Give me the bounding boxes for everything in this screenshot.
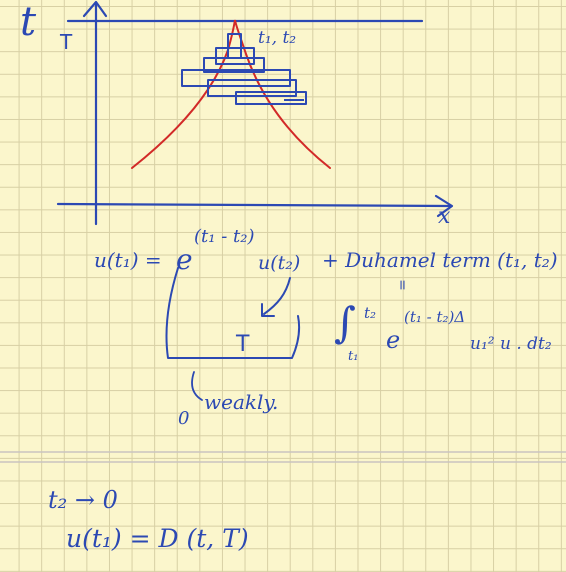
bracket-shape — [165, 267, 301, 359]
x-axis — [56, 202, 452, 208]
zero-label: 0 — [178, 408, 190, 429]
equation-duhamel-term: + Duhamel term (t₁, t₂) — [322, 248, 558, 272]
box-T-label: T — [236, 332, 250, 357]
equation-exponent: (t₁ - t₂) — [194, 226, 255, 247]
t-axis-label: t — [20, 0, 37, 45]
T-label: T — [60, 30, 73, 54]
arrow-head-icon — [261, 303, 275, 317]
box-3 — [203, 57, 265, 73]
bottom-line-2: u(t₁) = D (t, T) — [66, 524, 249, 553]
box-2 — [215, 47, 255, 65]
integral-sign: ∫ — [334, 298, 356, 347]
stacked-boxes — [181, 33, 307, 105]
x-axis-label: x — [438, 204, 451, 229]
equation-lhs: u(t₁) = — [94, 248, 162, 272]
hook-stroke — [191, 371, 203, 401]
x-axis-arrow-icon — [434, 194, 454, 218]
vertical-equals: = — [393, 279, 410, 291]
integral-lower-limit: t₁ — [348, 349, 359, 364]
pair-label: t₁, t₂ — [258, 28, 297, 48]
equation-term1: u(t₂) — [258, 252, 301, 274]
light-cone-curve — [131, 19, 331, 169]
equation-exp-base: e — [176, 243, 193, 276]
weakly-label: weakly. — [204, 390, 279, 414]
integral-tail: u₁² u . dt₂ — [470, 334, 552, 354]
arrow-line — [263, 277, 291, 315]
box-4 — [181, 69, 291, 87]
t-axis-arrow-icon — [82, 0, 108, 18]
box-6 — [235, 91, 307, 105]
bottom-line-1: t₂ → 0 — [48, 486, 118, 514]
integral-exponent: (t₁ - t₂)Δ — [404, 308, 466, 326]
box-5 — [207, 79, 297, 97]
integral-exp-base: e — [386, 326, 401, 354]
integral-upper-limit: t₂ — [364, 304, 377, 322]
